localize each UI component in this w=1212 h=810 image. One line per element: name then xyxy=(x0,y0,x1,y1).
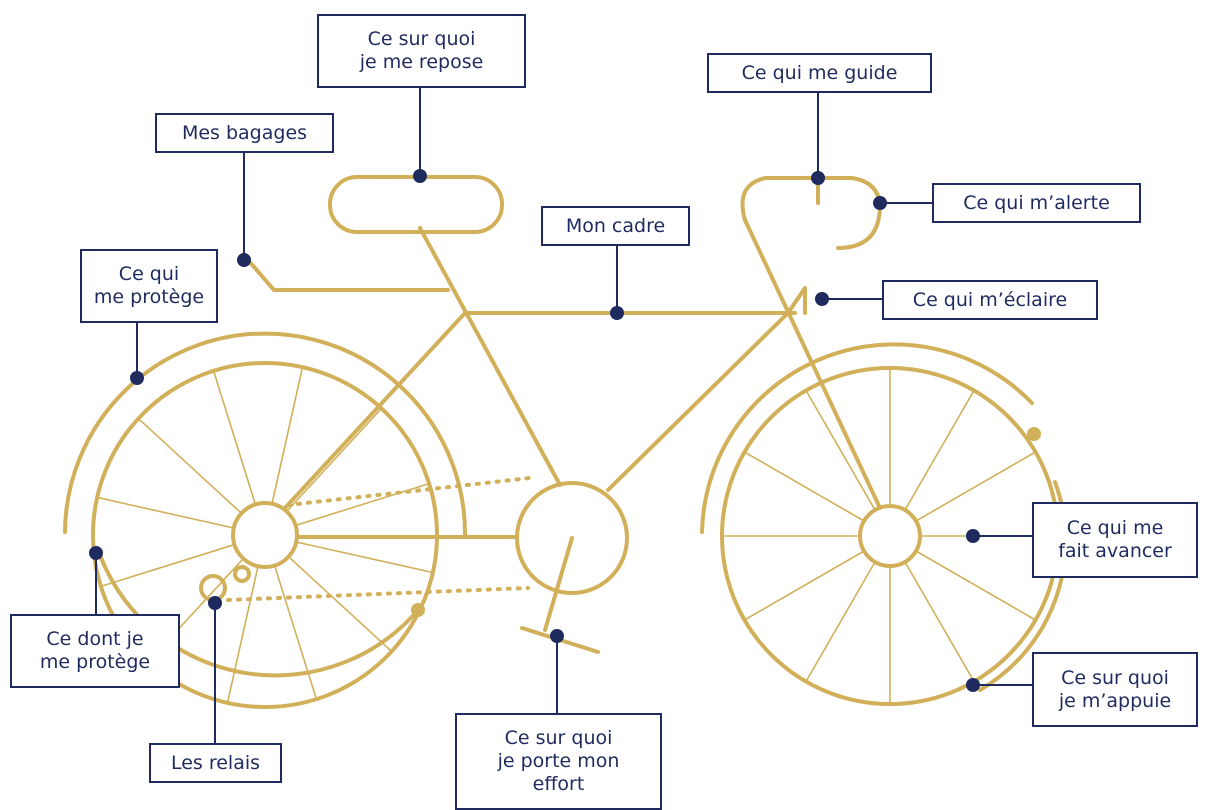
crank-arm xyxy=(543,536,574,632)
chain-top xyxy=(286,476,532,507)
rear-fender xyxy=(63,331,468,537)
rear-wheel-spokes xyxy=(96,366,434,704)
luggage-rack xyxy=(246,258,450,292)
front-fender xyxy=(700,342,1034,534)
derailleur-small xyxy=(233,565,251,583)
spoke xyxy=(805,561,876,682)
label-guide: Ce qui me guide xyxy=(707,53,932,93)
bike-frame xyxy=(283,218,882,539)
lower-rear-arc xyxy=(98,553,420,678)
label-alert: Ce qui m’alerte xyxy=(932,183,1141,223)
label-protects-me: Ce qui me protège xyxy=(80,249,218,323)
label-lean-on: Ce sur quoi je m’appuie xyxy=(1032,652,1198,727)
spoke xyxy=(744,451,865,522)
label-light: Ce qui m’éclaire xyxy=(882,280,1098,320)
spoke xyxy=(273,565,318,700)
spoke xyxy=(271,366,304,504)
saddle xyxy=(328,175,504,234)
spoke xyxy=(904,390,975,511)
anchor-dots xyxy=(89,169,980,692)
label-frame: Mon cadre xyxy=(541,206,690,246)
label-luggage: Mes bagages xyxy=(155,113,334,153)
spoke xyxy=(915,550,1036,621)
spoke xyxy=(288,556,393,653)
spoke xyxy=(805,390,876,511)
rear-hub xyxy=(231,501,299,569)
front-fender-end xyxy=(1027,427,1041,441)
label-effort: Ce sur quoi je porte mon effort xyxy=(455,713,662,810)
spoke xyxy=(915,451,1036,522)
label-seat: Ce sur quoi je me repose xyxy=(317,14,526,88)
spoke xyxy=(212,370,257,505)
label-propels: Ce qui me fait avancer xyxy=(1032,502,1198,578)
spoke xyxy=(744,550,865,621)
label-protect-from: Ce dont je me protège xyxy=(10,614,180,688)
spoke xyxy=(226,566,259,704)
lower-arc-end xyxy=(411,603,425,617)
front-hub xyxy=(858,504,922,568)
leader-lines xyxy=(95,88,1032,743)
chainring xyxy=(515,481,629,595)
front-wheel xyxy=(720,366,1060,706)
spoke xyxy=(296,541,434,574)
handlebar xyxy=(740,176,882,250)
spoke xyxy=(100,543,235,588)
chain-bottom xyxy=(226,586,530,602)
spoke xyxy=(286,407,383,512)
label-relays: Les relais xyxy=(149,743,282,783)
spoke xyxy=(904,561,975,682)
spoke xyxy=(137,417,242,514)
spoke xyxy=(96,496,234,529)
